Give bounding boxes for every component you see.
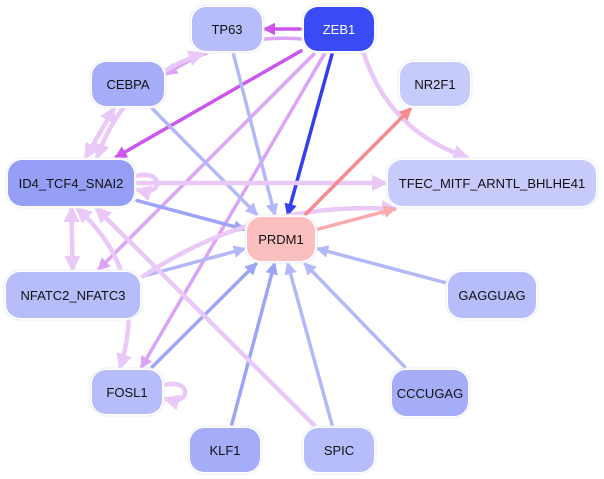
node-id4-tcf4-snai2[interactable]: ID4_TCF4_SNAI2 [8,160,134,206]
edge-id4_tcf4_snai2-to-prdm1 [135,198,247,233]
node-cccugag[interactable]: CCCUGAG [392,370,468,416]
node-label: NR2F1 [414,76,456,92]
edge-prdm1-to-tfec_mitf_arntl_bhlhe41 [316,205,397,231]
edge-prdm1-to-nr2f1 [304,107,412,216]
node-label: CEBPA [106,76,150,92]
node-label: KLF1 [209,442,241,458]
node-klf1[interactable]: KLF1 [190,428,260,472]
edge-id4_tcf4_snai2-to-nfatc2_nfatc3 [63,205,81,273]
edge-zeb1-to-fosl1 [139,52,327,370]
edge-zeb1-to-prdm1 [284,52,334,217]
node-tp63[interactable]: TP63 [192,7,262,51]
edge-klf1-to-prdm1 [229,261,278,427]
edge-spic-to-id4_tcf4_snai2 [94,206,317,428]
node-label: ZEB1 [322,21,356,37]
node-label: SPIC [323,442,355,458]
node-nfatc2-nfatc3[interactable]: NFATC2_NFATC3 [6,272,140,318]
node-spic[interactable]: SPIC [304,428,374,472]
node-fosl1[interactable]: FOSL1 [92,370,162,414]
edge-gagguag-to-prdm1 [315,245,447,285]
node-gagguag[interactable]: GAGGUAG [448,272,536,318]
node-label: GAGGUAG [458,287,526,303]
edge-cccugag-to-prdm1 [303,262,407,369]
edge-spic-to-prdm1 [284,261,334,427]
edge-tp63-to-prdm1 [231,52,279,217]
node-tfec-mitf-arntl-bhlhe41[interactable]: TFEC_MITF_ARNTL_BHLHE41 [388,160,596,206]
node-label: CCCUGAG [396,385,464,401]
node-label: TFEC_MITF_ARNTL_BHLHE41 [398,175,586,191]
node-label: ID4_TCF4_SNAI2 [18,175,124,191]
node-label: PRDM1 [258,231,304,247]
node-nr2f1[interactable]: NR2F1 [400,62,470,106]
node-label: TP63 [211,21,243,37]
node-zeb1[interactable]: ZEB1 [304,7,374,51]
node-prdm1[interactable]: PRDM1 [247,217,315,261]
edge-fosl1-to-fosl1 [161,381,188,411]
node-label: NFATC2_NFATC3 [20,287,126,303]
node-label: FOSL1 [106,384,148,400]
node-cebpa[interactable]: CEBPA [92,62,164,106]
